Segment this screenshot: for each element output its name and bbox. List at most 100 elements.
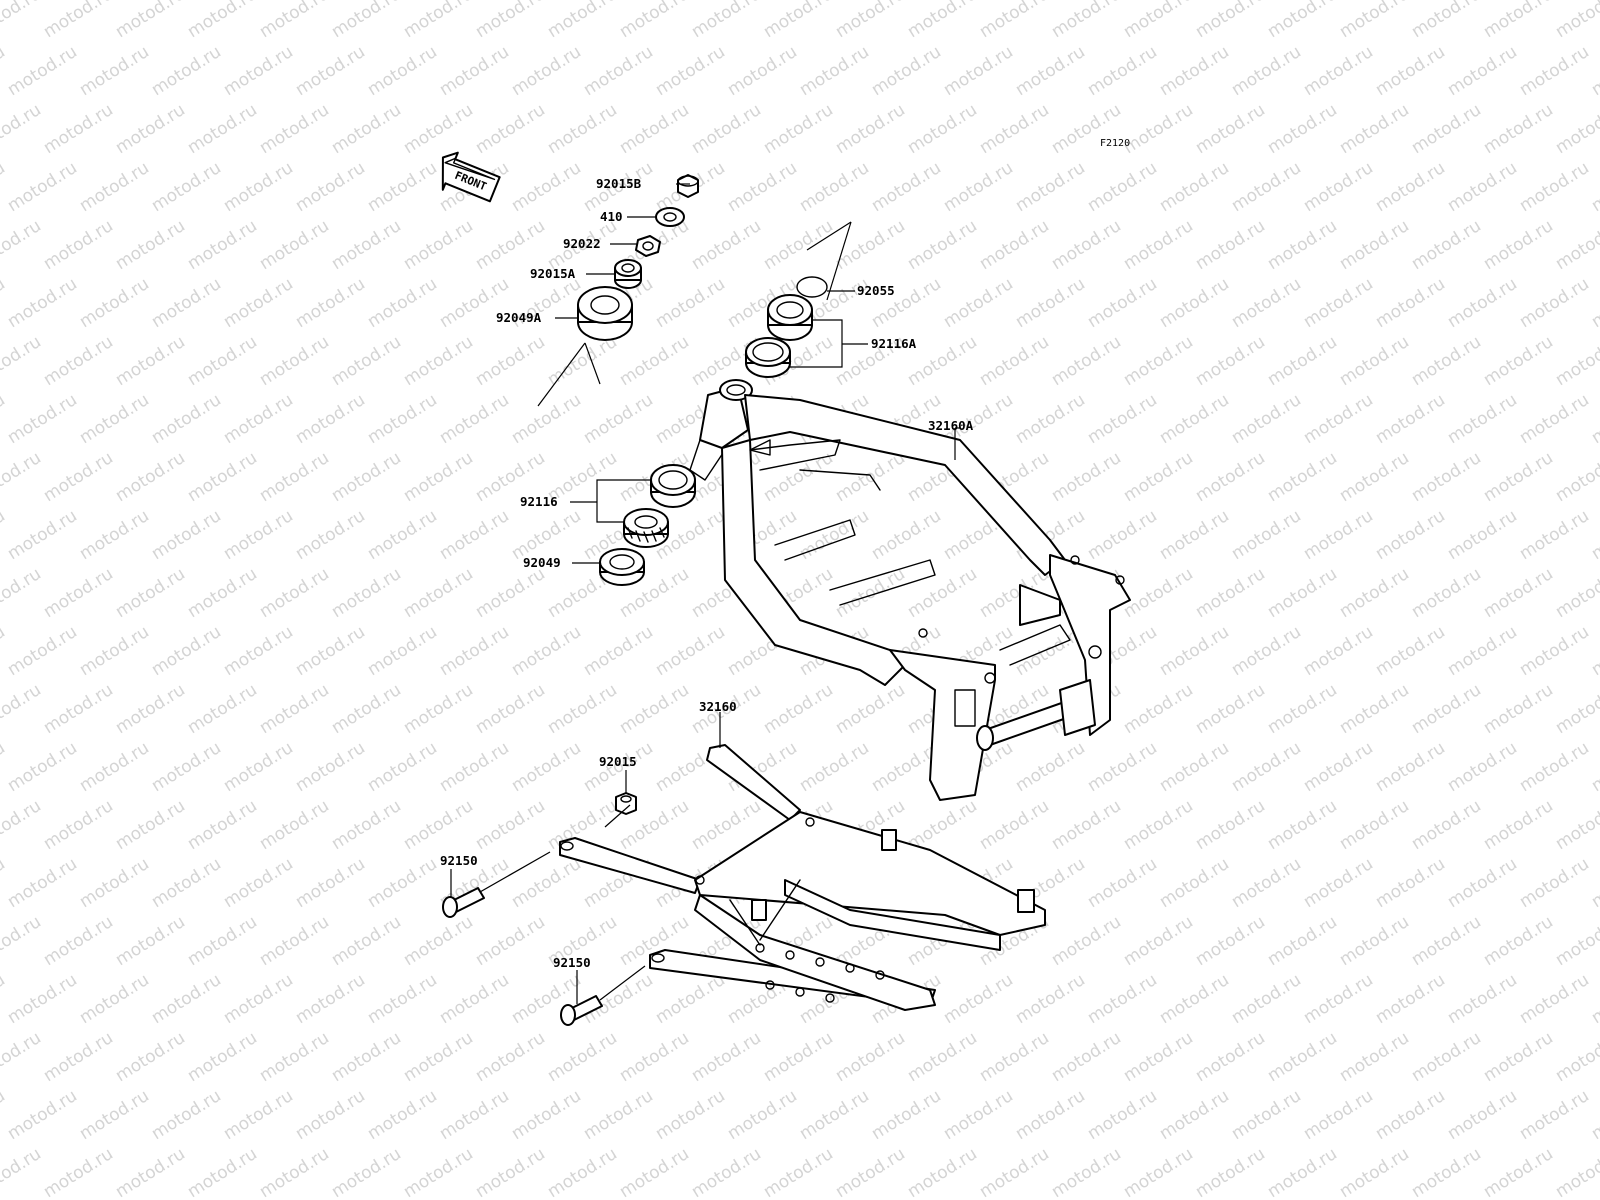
watermark-text: motod.ru [1480, 100, 1557, 158]
watermark-text: motod.ru [1156, 506, 1233, 564]
watermark-text: motod.ru [112, 912, 189, 970]
watermark-text: motod.ru [184, 796, 261, 854]
watermark-text: motod.ru [400, 1028, 477, 1086]
part-92049-seal [599, 548, 645, 586]
watermark-text: motod.ru [472, 912, 549, 970]
watermark-text: motod.ru [1408, 680, 1485, 738]
part-92150-bolt-upper [442, 887, 485, 918]
watermark-text: motod.ru [904, 100, 981, 158]
watermark-text: motod.ru [1192, 0, 1269, 42]
watermark-text: motod.ru [436, 738, 513, 796]
watermark-text: motod.ru [1300, 390, 1377, 448]
watermark-text: motod.ru [724, 158, 801, 216]
watermark-text: motod.ru [1408, 0, 1485, 42]
watermark-text: motod.ru [1084, 970, 1161, 1028]
watermark-text: motod.ru [976, 332, 1053, 390]
watermark-text: motod.ru [436, 42, 513, 100]
watermark-text: motod.ru [1336, 448, 1413, 506]
watermark-text: motod.ru [292, 738, 369, 796]
watermark-text: motod.ru [400, 0, 477, 42]
watermark-text: motod.ru [184, 0, 261, 42]
watermark-text: motod.ru [256, 100, 333, 158]
watermark-text: motod.ru [400, 912, 477, 970]
watermark-text: motod.ru [616, 1144, 693, 1200]
watermark-text: motod.ru [544, 1028, 621, 1086]
watermark-text: motod.ru [220, 738, 297, 796]
watermark-text: motod.ru [616, 332, 693, 390]
watermark-text: motod.ru [112, 1028, 189, 1086]
watermark-text: motod.ru [148, 854, 225, 912]
watermark-text: motod.ru [1336, 680, 1413, 738]
label-410: 410 [600, 209, 623, 224]
watermark-text: motod.ru [328, 1028, 405, 1086]
watermark-text: motod.ru [1264, 0, 1341, 42]
watermark-text: motod.ru [1156, 158, 1233, 216]
watermark-text: motod.ru [940, 1086, 1017, 1144]
watermark-text: motod.ru [1192, 100, 1269, 158]
watermark-text: motod.ru [1156, 42, 1233, 100]
watermark-text: motod.ru [1120, 796, 1197, 854]
watermark-text: motod.ru [76, 622, 153, 680]
watermark-text: motod.ru [652, 1086, 729, 1144]
watermark-text: motod.ru [1120, 1144, 1197, 1200]
watermark-text: motod.ru [1480, 448, 1557, 506]
watermark-text: motod.ru [76, 854, 153, 912]
watermark-text: motod.ru [76, 390, 153, 448]
watermark-text: motod.ru [760, 680, 837, 738]
watermark-text: motod.ru [760, 100, 837, 158]
watermark-text: motod.ru [292, 970, 369, 1028]
watermark-text: motod.ru [1336, 332, 1413, 390]
watermark-text: motod.ru [1552, 0, 1600, 42]
watermark-text: motod.ru [148, 738, 225, 796]
watermark-text: motod.ru [1372, 42, 1449, 100]
watermark-text: motod.ru [1588, 738, 1600, 796]
watermark-text: motod.ru [0, 158, 9, 216]
part-92116A-race-upper [745, 337, 791, 378]
watermark-text: motod.ru [1192, 448, 1269, 506]
watermark-text: motod.ru [292, 158, 369, 216]
watermark-text: motod.ru [220, 506, 297, 564]
watermark-text: motod.ru [184, 216, 261, 274]
watermark-text: motod.ru [4, 622, 81, 680]
watermark-text: motod.ru [1012, 970, 1089, 1028]
watermark-text: motod.ru [220, 1086, 297, 1144]
watermark-text: motod.ru [364, 854, 441, 912]
label-92055: 92055 [857, 283, 895, 298]
watermark-text: motod.ru [796, 506, 873, 564]
watermark-text: motod.ru [1264, 680, 1341, 738]
watermark-text: motod.ru [256, 448, 333, 506]
watermark-text: motod.ru [868, 506, 945, 564]
watermark-text: motod.ru [1336, 796, 1413, 854]
watermark-text: motod.ru [1444, 622, 1521, 680]
watermark-text: motod.ru [1444, 854, 1521, 912]
watermark-text: motod.ru [40, 1028, 117, 1086]
watermark-text: motod.ru [796, 1086, 873, 1144]
watermark-text: motod.ru [1552, 100, 1600, 158]
watermark-text: motod.ru [1552, 216, 1600, 274]
watermark-text: motod.ru [1588, 622, 1600, 680]
watermark-text: motod.ru [580, 390, 657, 448]
watermark-text: motod.ru [1444, 42, 1521, 100]
watermark-text: motod.ru [760, 216, 837, 274]
watermark-text: motod.ru [1408, 564, 1485, 622]
watermark-text: motod.ru [1444, 158, 1521, 216]
watermark-text: motod.ru [1480, 1028, 1557, 1086]
watermark-text: motod.ru [1480, 0, 1557, 42]
watermark-text: motod.ru [148, 274, 225, 332]
watermark-text: motod.ru [976, 100, 1053, 158]
watermark-text: motod.ru [688, 1028, 765, 1086]
watermark-text: motod.ru [940, 158, 1017, 216]
watermark-text: motod.ru [940, 274, 1017, 332]
front-arrow-icon: FRONT [441, 151, 501, 203]
label-32160A: 32160A [928, 418, 974, 433]
watermark-text: motod.ru [1264, 332, 1341, 390]
watermark-text: motod.ru [1300, 1086, 1377, 1144]
label-32160: 32160 [699, 699, 737, 714]
watermark-text: motod.ru [184, 100, 261, 158]
watermark-text: motod.ru [688, 100, 765, 158]
watermark-text: motod.ru [1516, 390, 1593, 448]
watermark-text: motod.ru [184, 1144, 261, 1200]
watermark-text: motod.ru [976, 1028, 1053, 1086]
